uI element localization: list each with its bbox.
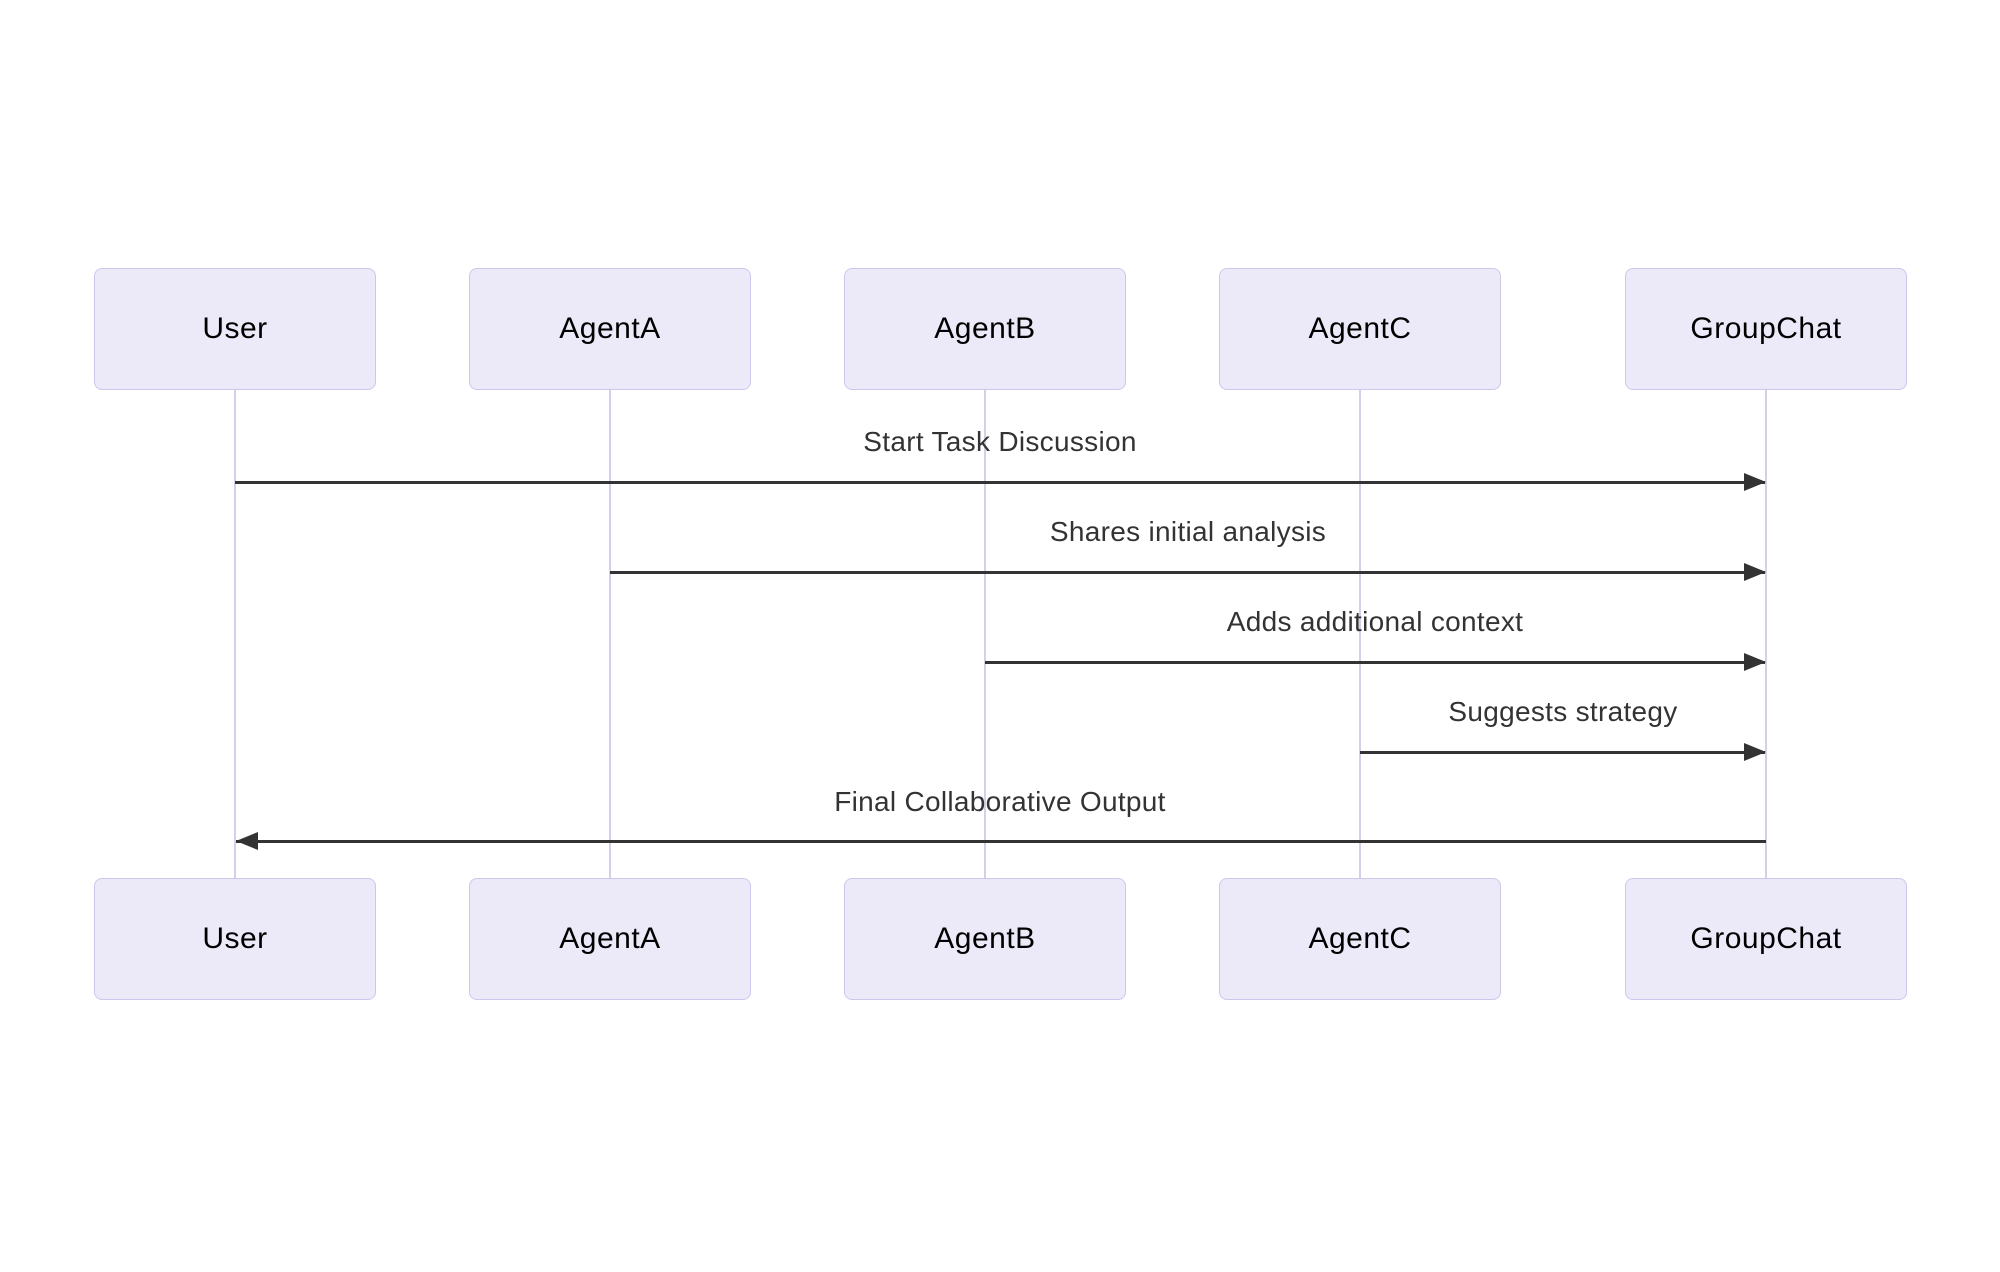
- lifeline-agentc: [1359, 390, 1361, 878]
- message-label-suggests-strategy: Suggests strategy: [1448, 696, 1678, 727]
- message-label-final-collaborative-output: Final Collaborative Output: [834, 786, 1166, 817]
- message-line: [1360, 751, 1765, 754]
- actor-bottom-groupchat: GroupChat: [1625, 878, 1907, 1000]
- actor-label: User: [202, 922, 268, 955]
- arrowhead-left-icon: [236, 832, 258, 850]
- arrowhead-right-icon: [1744, 563, 1766, 581]
- actor-bottom-agenta: AgentA: [469, 878, 751, 1000]
- actor-label: AgentA: [559, 922, 661, 955]
- arrowhead-right-icon: [1744, 743, 1766, 761]
- message-line: [610, 571, 1765, 574]
- actor-label: GroupChat: [1690, 312, 1842, 345]
- actor-top-agenta: AgentA: [469, 268, 751, 390]
- actor-label: GroupChat: [1690, 922, 1842, 955]
- actor-bottom-agentb: AgentB: [844, 878, 1126, 1000]
- message-line: [985, 661, 1765, 664]
- actor-top-groupchat: GroupChat: [1625, 268, 1907, 390]
- actor-bottom-agentc: AgentC: [1219, 878, 1501, 1000]
- lifeline-agentb: [984, 390, 986, 878]
- actor-label: AgentB: [934, 922, 1036, 955]
- lifeline-user: [234, 390, 236, 878]
- lifeline-groupchat: [1765, 390, 1767, 878]
- actor-bottom-user: User: [94, 878, 376, 1000]
- message-label-adds-additional-context: Adds additional context: [1226, 606, 1524, 637]
- actor-top-user: User: [94, 268, 376, 390]
- actor-top-agentc: AgentC: [1219, 268, 1501, 390]
- actor-label: AgentC: [1308, 922, 1412, 955]
- arrowhead-right-icon: [1744, 473, 1766, 491]
- message-line: [236, 840, 1766, 843]
- actor-label: AgentB: [934, 312, 1036, 345]
- lifeline-agenta: [609, 390, 611, 878]
- message-label-shares-initial-analysis: Shares initial analysis: [1049, 516, 1327, 547]
- message-line: [235, 481, 1765, 484]
- message-label-start-task-discussion: Start Task Discussion: [863, 426, 1137, 457]
- actor-label: AgentA: [559, 312, 661, 345]
- actor-label: User: [202, 312, 268, 345]
- arrowhead-right-icon: [1744, 653, 1766, 671]
- actor-label: AgentC: [1308, 312, 1412, 345]
- actor-top-agentb: AgentB: [844, 268, 1126, 390]
